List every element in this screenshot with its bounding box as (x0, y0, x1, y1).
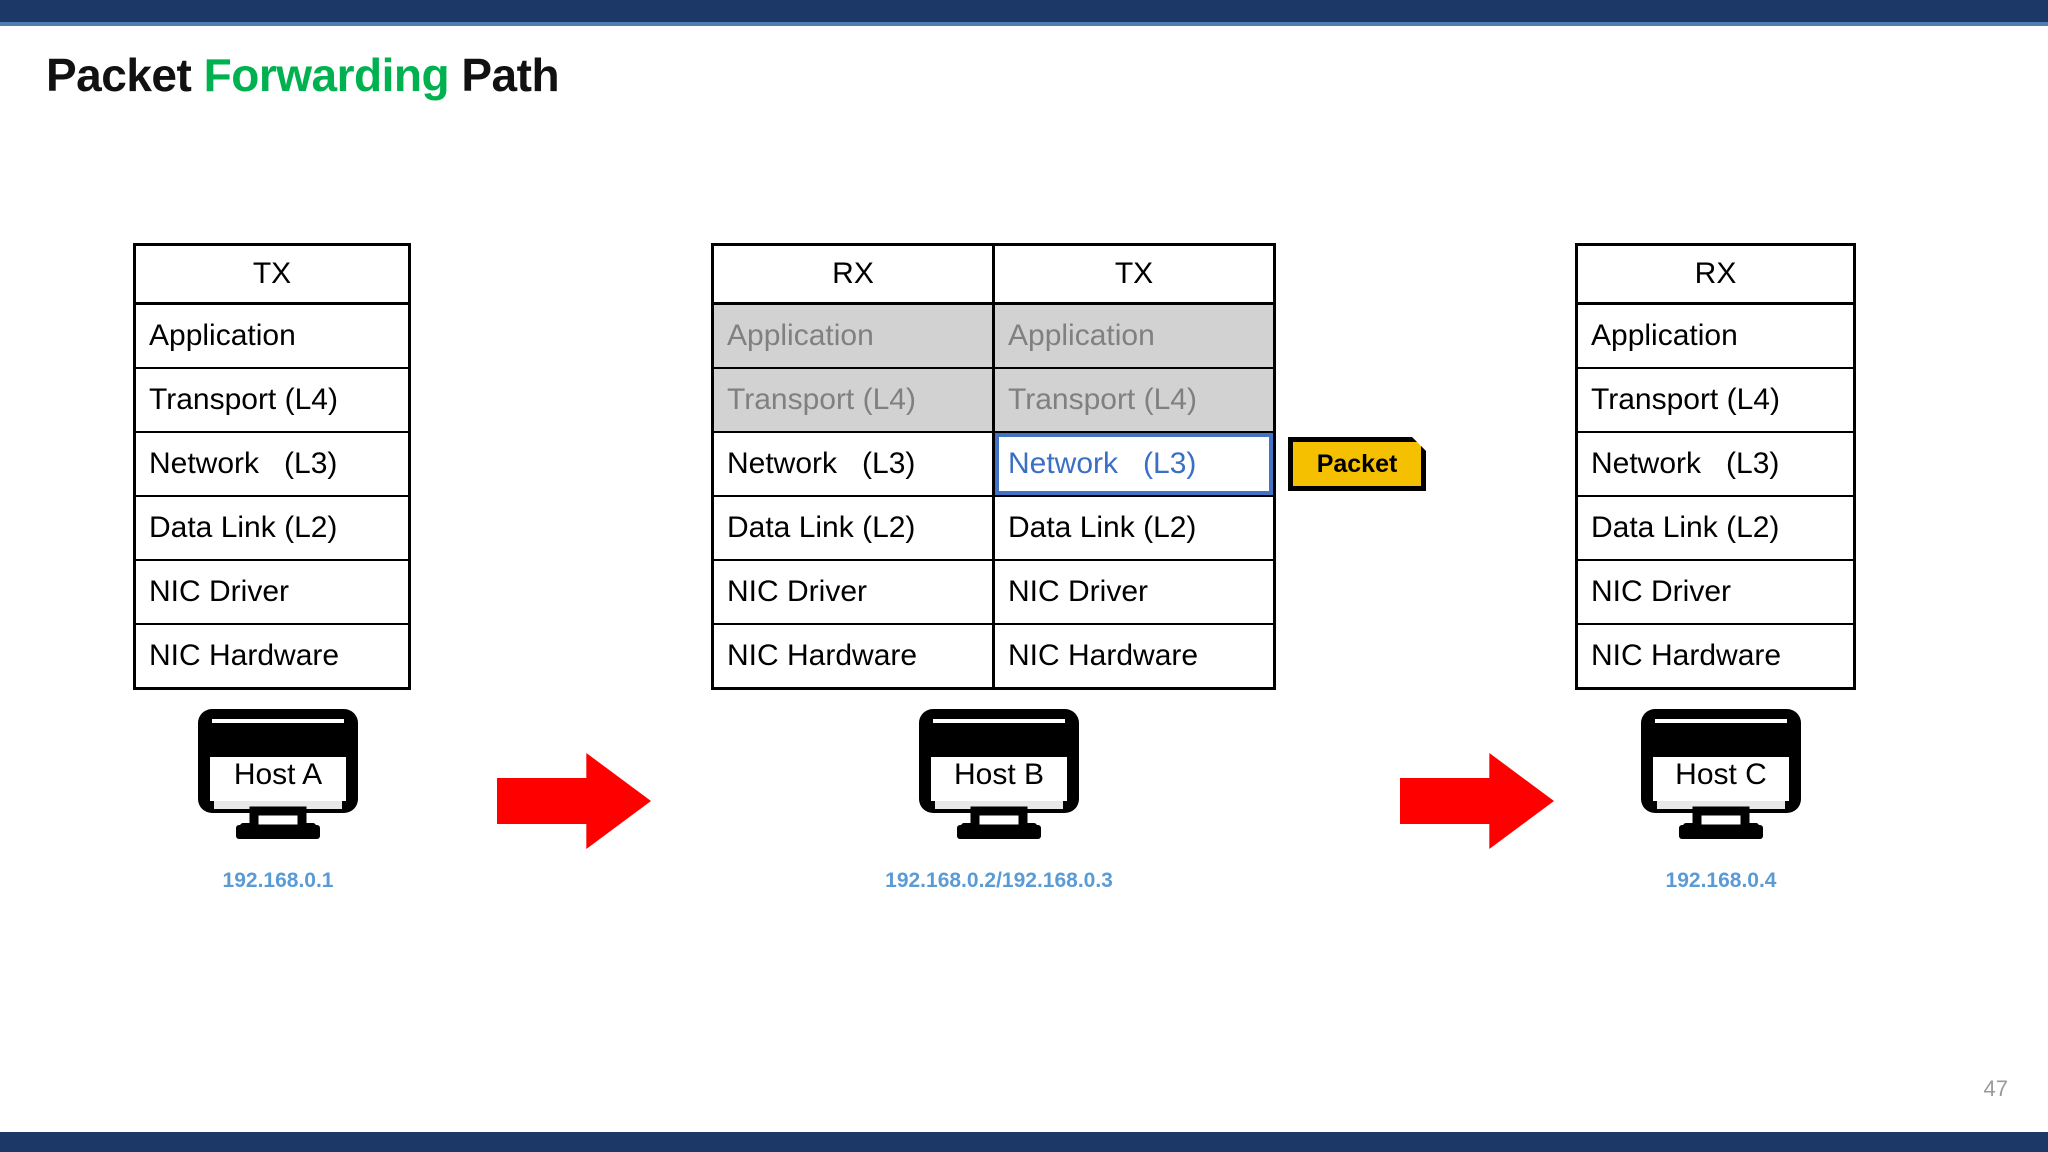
host-ip-host-c: 192.168.0.4 (1665, 869, 1777, 892)
stack-cell-application[interactable]: Application (149, 319, 296, 352)
monitor-icon (1641, 709, 1801, 839)
stack-layer-row: NIC Driver (136, 561, 408, 625)
stack-cell-data-link-l2[interactable]: Data Link (L2) (1591, 511, 1780, 544)
stack-header-row: TX (136, 246, 408, 305)
top-accent-line (0, 22, 2048, 26)
stack-cell-network-l3[interactable]: Network (L3) (149, 447, 338, 480)
page-title: Packet Forwarding Path (46, 48, 560, 102)
stack-layer-row: Application (1578, 305, 1853, 369)
stack-header-row: RX (1578, 246, 1853, 305)
title-part-highlight: Forwarding (203, 49, 450, 101)
stack-header-tx: TX (252, 257, 292, 290)
host-label: Host C (1675, 758, 1767, 791)
stack-cell-nic-hardware[interactable]: NIC Hardware (149, 639, 340, 672)
stack-layer-row: NIC Driver NIC Driver (714, 561, 1273, 625)
host-ip-host-a: 192.168.0.1 (222, 869, 334, 892)
stack-cell-transport-l4[interactable]: Transport (L4) (149, 383, 338, 416)
stack-cell-network-l3[interactable]: Network (L3) (1591, 447, 1780, 480)
stack-layer-row: Transport (L4) (1578, 369, 1853, 433)
monitor-icon (198, 709, 358, 839)
flow-arrow-b-to-c (1400, 753, 1554, 849)
stack-cell-nic-hardware[interactable]: NIC Hardware (1591, 639, 1782, 672)
stack-header-rx: RX (832, 257, 874, 290)
stack-layer-row: Data Link (L2) (136, 497, 408, 561)
stack-layer-row: Network (L3) (1578, 433, 1853, 497)
stack-layer-row: NIC Driver (1578, 561, 1853, 625)
page-number: 47 (1983, 1076, 2008, 1101)
stack-cell-network-l3[interactable]: Network (L3) (727, 447, 916, 480)
host-label: Host B (953, 758, 1045, 791)
monitor-icon (919, 709, 1079, 839)
host-icon-host-b: Host B (913, 705, 1085, 841)
stack-cell-transport-l4: Transport (L4) (714, 369, 992, 431)
stack-cell-data-link-l2[interactable]: Data Link (L2) (992, 497, 1273, 559)
stack-layer-row: Network (L3) (136, 433, 408, 497)
host-ip-host-b: 192.168.0.2/192.168.0.3 (885, 869, 1113, 892)
stack-layer-row: Transport (L4) (136, 369, 408, 433)
stack-layer-row: Transport (L4)Transport (L4) (714, 369, 1273, 433)
stack-layer-row: Application (136, 305, 408, 369)
stack-cell-transport-l4: Transport (L4) (992, 369, 1273, 431)
stack-cell-nic-hardware[interactable]: NIC Hardware (992, 625, 1273, 687)
title-part-pre: Packet (46, 49, 204, 101)
stack-header-tx: TX (992, 246, 1273, 302)
stack-layer-row: NIC Hardware (136, 625, 408, 687)
stack-cell-data-link-l2[interactable]: Data Link (L2) (727, 511, 916, 544)
stack-cell-data-link-l2[interactable]: Data Link (L2) (149, 511, 338, 544)
stack-layer-row: Network (L3) Network (L3) (714, 433, 1273, 497)
stack-layer-row: NIC Hardware (1578, 625, 1853, 687)
title-part-post: Path (449, 49, 560, 101)
stack-cell-transport-l4[interactable]: Transport (L4) (1591, 383, 1780, 416)
host-label: Host A (233, 758, 323, 791)
stack-cell-application: Application (992, 305, 1273, 367)
stack-header-rx: RX (1694, 257, 1737, 290)
stack-cell-nic-hardware[interactable]: NIC Hardware (727, 639, 918, 672)
top-decorative-bar (0, 0, 2048, 22)
packet-badge-label: Packet (1316, 449, 1398, 478)
host-icon-host-a: Host A (192, 705, 364, 841)
stack-header-row: RX TX (714, 246, 1273, 305)
stack-cell-nic-driver[interactable]: NIC Driver (1591, 575, 1731, 608)
stack-cell-application[interactable]: Application (1591, 319, 1738, 352)
stack-cell-application: Application (714, 305, 992, 367)
stack-layer-row: NIC Hardware NIC Hardware (714, 625, 1273, 687)
stack-cell-network-l3[interactable]: Network (L3) (992, 433, 1273, 495)
stack-cell-nic-driver[interactable]: NIC Driver (727, 575, 867, 608)
flow-arrow-a-to-b (497, 753, 651, 849)
packet-badge: Packet (1288, 437, 1426, 491)
stack-cell-nic-driver[interactable]: NIC Driver (992, 561, 1273, 623)
host-icon-host-c: Host C (1635, 705, 1807, 841)
stack-layer-row: Data Link (L2) (1578, 497, 1853, 561)
stack-layer-row: Data Link (L2) Data Link (L2) (714, 497, 1273, 561)
stack-cell-nic-driver[interactable]: NIC Driver (149, 575, 289, 608)
bottom-decorative-bar (0, 1132, 2048, 1152)
